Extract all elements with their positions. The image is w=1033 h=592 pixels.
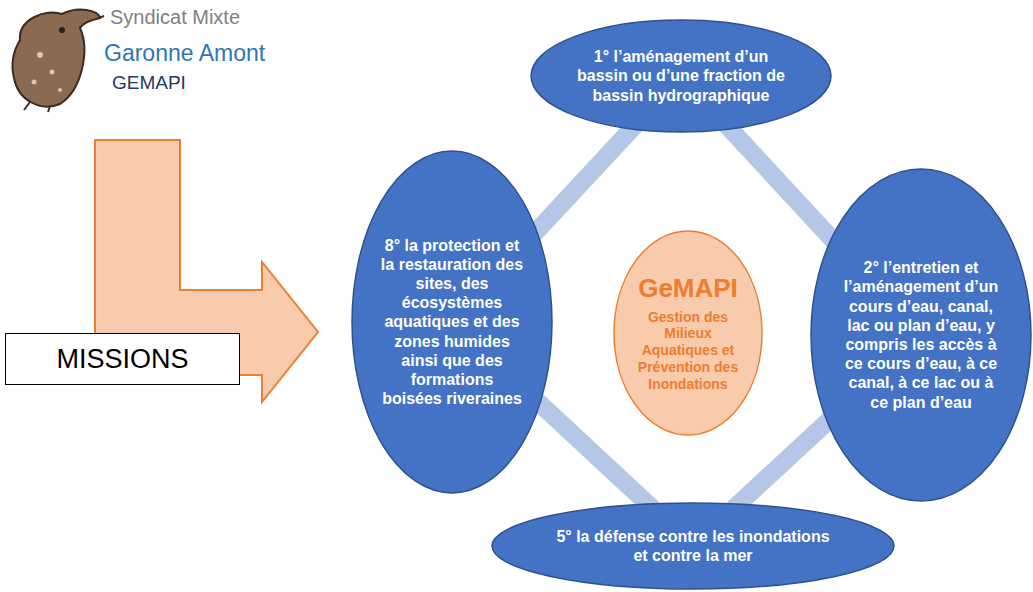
box-border	[6, 334, 240, 385]
text-group: 2° l’entretien et l’aménagement d’un cou…	[841, 258, 1001, 412]
cycle-connector	[532, 124, 636, 236]
cycle-connector	[725, 124, 836, 244]
mission-ellipse: 8° la protection et la restauration des …	[351, 150, 553, 494]
logo-text: Garonne Amont	[104, 40, 265, 67]
cycle-connector	[733, 417, 832, 509]
text-group: MISSIONS	[56, 343, 188, 375]
text-group: 8° la protection et la restauration des …	[379, 236, 524, 409]
ellipse-outline	[810, 168, 1032, 502]
ellipse-border	[614, 231, 762, 435]
ellipse-border	[531, 20, 831, 132]
ellipse-outline	[491, 502, 895, 590]
node-title: MISSIONS	[56, 343, 188, 375]
cycle-connector	[535, 399, 653, 509]
node-title: 1° l’aménagement d’un bassin ou d’une fr…	[572, 47, 789, 105]
missions-box: MISSIONS	[5, 333, 240, 385]
text-group: GeMAPI Gestion des Milieux Aquatiques et …	[634, 273, 742, 392]
logo-text: Syndicat Mixte	[110, 6, 240, 29]
node-title: 2° l’entretien et l’aménagement d’un cou…	[841, 258, 1001, 412]
node-title: GeMAPI	[634, 273, 742, 304]
text-group: 5° la défense contre les inondations et …	[548, 527, 839, 565]
mole-logo	[12, 10, 104, 112]
ellipse-border	[492, 503, 894, 589]
center-ellipse: GeMAPI Gestion des Milieux Aquatiques et …	[613, 230, 763, 436]
node-body: Gestion des Milieux Aquatiques et Préven…	[634, 309, 742, 393]
mission-ellipse: 2° l’entretien et l’aménagement d’un cou…	[810, 168, 1032, 502]
node-title: 5° la défense contre les inondations et …	[548, 527, 839, 565]
logo-text: GEMAPI	[112, 72, 186, 94]
text-group: 1° l’aménagement d’un bassin ou d’une fr…	[572, 47, 789, 105]
ellipse-border	[811, 169, 1031, 501]
mission-ellipse: 1° l’aménagement d’un bassin ou d’une fr…	[530, 19, 832, 133]
ellipse-border	[352, 151, 552, 493]
node-title: 8° la protection et la restauration des …	[379, 236, 524, 409]
mission-ellipse: 5° la défense contre les inondations et …	[491, 502, 895, 590]
